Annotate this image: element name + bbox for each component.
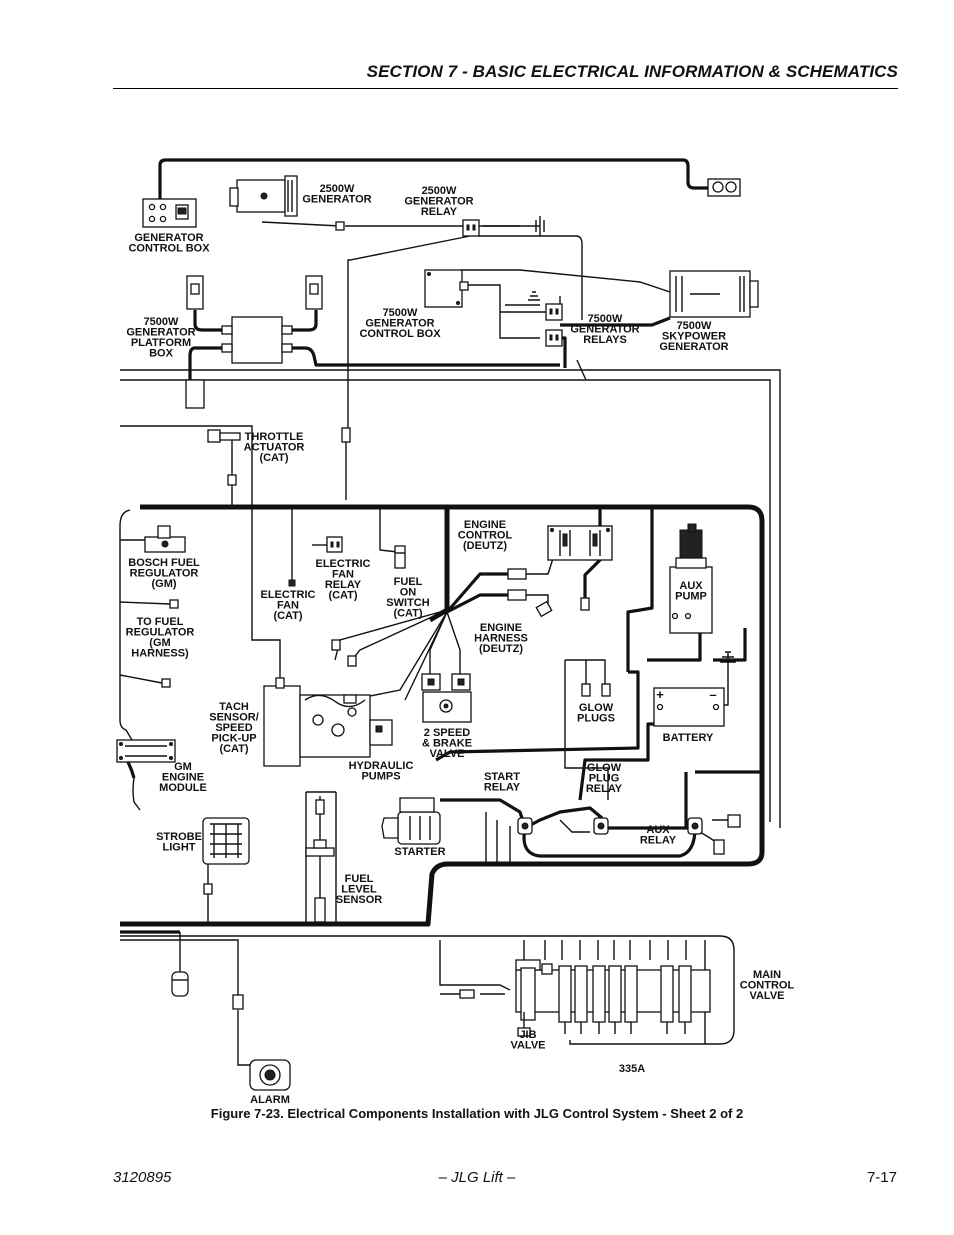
battery (653, 687, 725, 727)
generator-7500w-skypower (669, 270, 759, 318)
generator-7500w-control-box (424, 269, 469, 308)
main-control-valve (459, 959, 711, 1037)
fuel-level-sensor (305, 799, 335, 923)
section-title: SECTION 7 - BASIC ELECTRICAL INFORMATION… (366, 62, 898, 81)
footer-page-number: 7-17 (866, 1169, 897, 1186)
beacon-lamp (171, 971, 189, 997)
footer-title: – JLG Lift – (438, 1169, 516, 1186)
electric-fan (288, 579, 296, 587)
generator-control-box (142, 198, 197, 228)
generator-2500w-relay (462, 216, 545, 237)
label-battery: BATTERY (663, 732, 714, 744)
label-battery-minus: – (709, 687, 716, 702)
footer-doc-number: 3120895 (113, 1169, 172, 1186)
start-relay (517, 817, 533, 835)
glow-plug-relay (593, 817, 609, 835)
strobe-light (202, 817, 250, 924)
engine-control-deutz (507, 525, 613, 618)
label-battery-plus: + (656, 687, 664, 702)
figure-caption: Figure 7-23. Electrical Components Insta… (210, 1106, 744, 1121)
gm-engine-module (116, 739, 176, 779)
generator-7500w-platform-box (185, 275, 323, 409)
ground-symbol (720, 651, 736, 665)
label-drawing-number: 335A (619, 1063, 645, 1075)
glow-plugs (581, 683, 611, 697)
generator-2500w (229, 175, 345, 231)
electric-fan-relay (326, 536, 343, 553)
aux-relay (687, 814, 741, 855)
bosch-fuel-regulator (144, 525, 186, 688)
fuel-on-switch (394, 545, 406, 569)
label-starter: STARTER (394, 846, 445, 858)
header-rule (113, 88, 898, 89)
alarm (232, 994, 291, 1091)
hydraulic-pumps (299, 639, 393, 758)
two-speed-brake-valve (421, 673, 472, 723)
throttle-actuator (207, 427, 351, 486)
valve-harness (120, 930, 735, 1066)
aux-pump (669, 523, 713, 634)
outlet-receptacle (707, 178, 741, 197)
tach-sensor (263, 677, 301, 767)
generator-7500w-relays (528, 291, 563, 347)
label-alarm: ALARM (250, 1094, 290, 1106)
starter (381, 797, 441, 845)
